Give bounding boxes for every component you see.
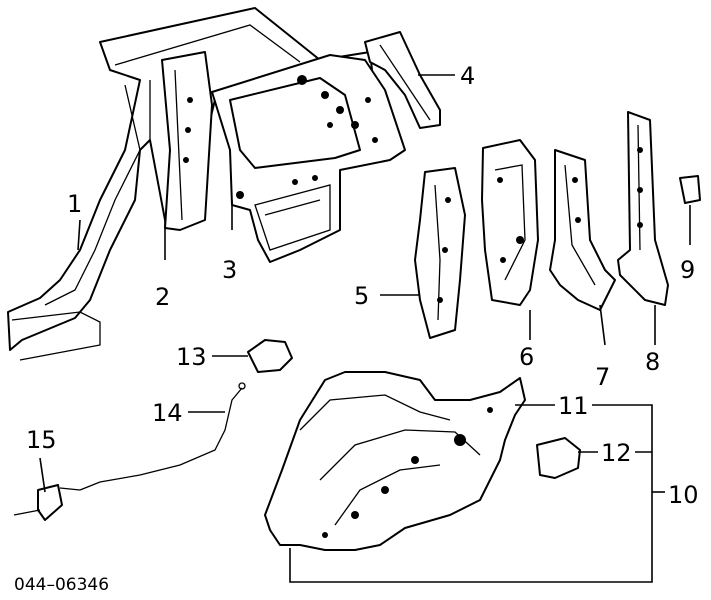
callout-7: 7 [595,363,610,391]
callout-9: 9 [680,256,695,284]
part-13-fuel-door [247,339,293,373]
callout-5: 5 [354,282,369,310]
catalog-number: 044–06346 [14,575,109,595]
part-4-upper-rail [364,31,441,129]
callout-6: 6 [519,343,534,371]
part-14-cable [79,382,246,491]
callout-10: 10 [668,481,699,509]
part-6-inner-pillar [481,139,539,306]
part-15-lever [13,484,81,521]
callout-15: 15 [26,426,57,454]
part-2-pillar [161,51,213,231]
part-3-inner-panel [211,54,406,263]
callout-3: 3 [222,256,237,284]
callout-labels: 1 2 3 4 5 6 7 8 9 10 11 12 13 14 15 [26,62,699,509]
part-8-rear-pillar [617,111,669,306]
callout-1: 1 [67,190,82,218]
callout-2: 2 [155,283,170,311]
callout-8: 8 [645,348,660,376]
part-11-wheelhouse [264,371,526,551]
callout-12: 12 [601,439,632,467]
part-5-reinforcement [414,167,466,339]
callout-14: 14 [152,399,183,427]
part-7-lower-brace [549,149,616,311]
part-12-bracket [536,437,581,479]
callout-13: 13 [176,343,207,371]
leader-lines [39,74,691,583]
part-9-clip [679,175,701,204]
callout-4: 4 [460,62,475,90]
callout-11: 11 [558,392,589,420]
